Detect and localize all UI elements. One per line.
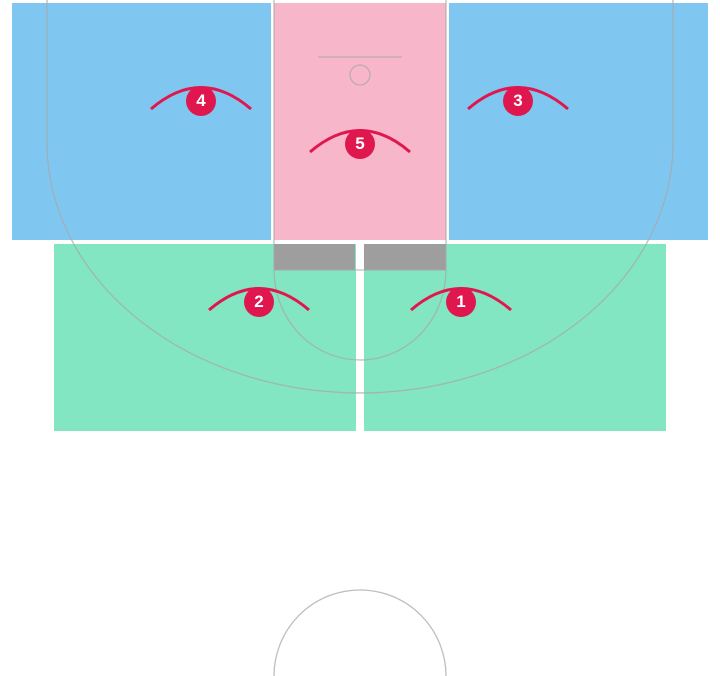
zone-1-marker[interactable]: 1 [406, 277, 516, 327]
zone-4-label: 4 [186, 86, 216, 116]
lane-block-left [274, 244, 355, 270]
zone-1-label: 1 [446, 287, 476, 317]
zone-5-label: 5 [345, 129, 375, 159]
center-circle [273, 589, 447, 676]
zone-3-marker[interactable]: 3 [463, 76, 573, 126]
zone-2-left-wing[interactable] [54, 244, 356, 431]
lane-block-right [364, 244, 446, 270]
zone-1-right-wing[interactable] [364, 244, 666, 431]
zone-5-marker[interactable]: 5 [305, 119, 415, 169]
zone-2-marker[interactable]: 2 [204, 277, 314, 327]
zone-4-marker[interactable]: 4 [146, 76, 256, 126]
zone-2-label: 2 [244, 287, 274, 317]
zone-3-label: 3 [503, 86, 533, 116]
